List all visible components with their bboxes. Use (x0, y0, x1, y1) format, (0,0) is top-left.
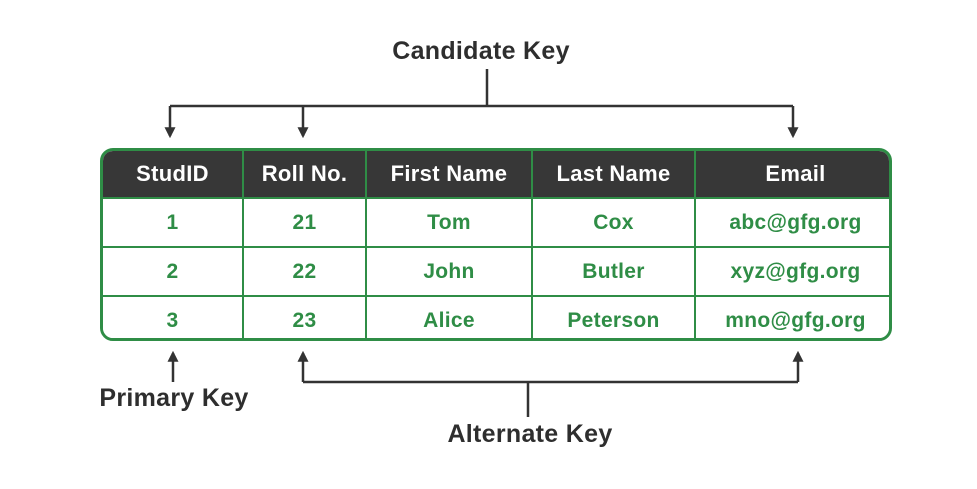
candidate-key-connector (164, 69, 799, 139)
column-header-rollno: Roll No. (242, 151, 367, 199)
table-header-row: StudID Roll No. First Name Last Name Ema… (103, 151, 889, 199)
cell-lastname: Butler (531, 246, 696, 297)
cell-rollno: 22 (242, 246, 367, 297)
cell-email: xyz@gfg.org (694, 246, 889, 297)
cell-firstname: Alice (365, 295, 533, 338)
cell-lastname: Peterson (531, 295, 696, 338)
column-header-lastname: Last Name (531, 151, 696, 199)
candidate-key-label: Candidate Key (392, 37, 570, 65)
student-table: StudID Roll No. First Name Last Name Ema… (103, 151, 889, 338)
column-header-studid: StudID (103, 151, 244, 199)
cell-studid: 3 (103, 295, 244, 338)
column-header-email: Email (694, 151, 889, 199)
primary-key-label: Primary Key (99, 384, 249, 412)
cell-studid: 1 (103, 197, 244, 248)
table-row: 3 23 Alice Peterson mno@gfg.org (103, 295, 889, 338)
cell-email: abc@gfg.org (694, 197, 889, 248)
cell-firstname: Tom (365, 197, 533, 248)
cell-firstname: John (365, 246, 533, 297)
table-row: 2 22 John Butler xyz@gfg.org (103, 246, 889, 297)
cell-rollno: 23 (242, 295, 367, 338)
cell-email: mno@gfg.org (694, 295, 889, 338)
cell-lastname: Cox (531, 197, 696, 248)
column-header-firstname: First Name (365, 151, 533, 199)
alternate-key-connector (297, 350, 804, 417)
table-row: 1 21 Tom Cox abc@gfg.org (103, 197, 889, 248)
alternate-key-label: Alternate Key (447, 420, 613, 448)
student-table-container: StudID Roll No. First Name Last Name Ema… (100, 148, 892, 341)
cell-rollno: 21 (242, 197, 367, 248)
cell-studid: 2 (103, 246, 244, 297)
